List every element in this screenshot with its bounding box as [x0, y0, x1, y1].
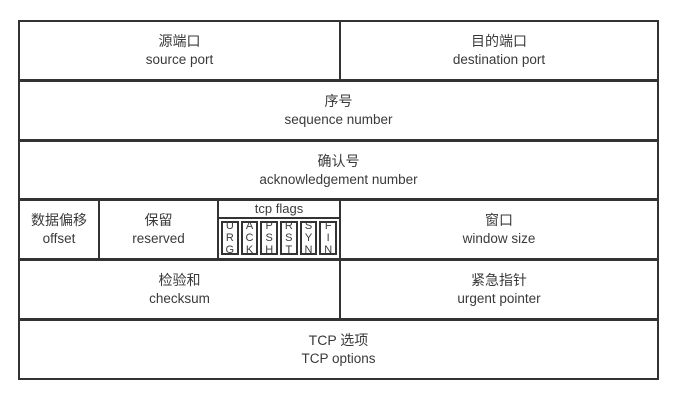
row-tcp-options: TCP 选项 TCP options [20, 318, 657, 378]
flag-ack: A C K [240, 220, 259, 257]
sequence-number-label-zh: 序号 [324, 92, 353, 109]
acknowledgement-number-label-zh: 确认号 [317, 152, 360, 169]
flag-fin-letter: I [326, 232, 330, 245]
flag-urg-letter: G [225, 244, 235, 257]
sequence-number-label-en: sequence number [284, 111, 393, 127]
flag-rst-letter: T [285, 244, 293, 257]
flag-rst-letter: S [285, 232, 293, 245]
window-size-label-zh: 窗口 [485, 212, 513, 229]
flag-syn: S Y N [299, 220, 318, 257]
cell-checksum: 检验和 checksum [20, 261, 339, 318]
source-port-label-zh: 源端口 [158, 32, 201, 49]
tcp-flags-header: tcp flags [219, 201, 339, 220]
tcp-flags-cells: U R G A C K P S H R S T [219, 219, 339, 258]
flag-urg-letter: U [225, 220, 234, 233]
flag-ack-letter: A [245, 220, 254, 233]
row-checksum-urgent: 检验和 checksum 紧急指针 urgent pointer [20, 258, 657, 319]
destination-port-label-en: destination port [452, 51, 546, 67]
offset-label-en: offset [42, 231, 76, 247]
tcp-header-diagram: 源端口 source port 目的端口 destination port 序号… [18, 20, 659, 380]
tcp-options-label-en: TCP options [301, 351, 376, 367]
flag-ack-letter: K [245, 244, 254, 257]
flag-psh-letter: P [265, 220, 273, 233]
row-ports: 源端口 source port 目的端口 destination port [20, 22, 657, 79]
row-acknowledgement-number: 确认号 acknowledgement number [20, 138, 657, 199]
cell-offset: 数据偏移 offset [20, 201, 98, 258]
cell-reserved: 保留 reserved [98, 201, 217, 259]
acknowledgement-number-label-en: acknowledgement number [259, 171, 418, 187]
tcp-options-label-zh: TCP 选项 [308, 332, 369, 349]
flag-syn-letter: Y [304, 232, 313, 245]
flag-fin-letter: F [324, 220, 332, 233]
reserved-label-en: reserved [132, 231, 185, 247]
cell-acknowledgement-number: 确认号 acknowledgement number [20, 142, 657, 199]
checksum-label-zh: 检验和 [158, 272, 201, 289]
cell-sequence-number: 序号 sequence number [20, 82, 657, 139]
cell-urgent-pointer: 紧急指针 urgent pointer [339, 261, 657, 319]
cell-source-port: 源端口 source port [20, 22, 339, 79]
flag-psh-letter: H [265, 244, 274, 257]
row-sequence-number: 序号 sequence number [20, 78, 657, 139]
urgent-pointer-label-en: urgent pointer [457, 291, 541, 307]
cell-destination-port: 目的端口 destination port [339, 22, 657, 79]
tcp-flags-block: tcp flags U R G A C K P S H R [217, 201, 339, 259]
flag-syn-letter: N [304, 244, 313, 257]
flag-urg-letter: R [225, 232, 234, 245]
flag-psh-letter: S [265, 232, 273, 245]
flag-rst: R S T [280, 220, 298, 257]
flag-ack-letter: C [245, 232, 254, 245]
flag-rst-letter: R [284, 220, 293, 233]
offset-label-zh: 数据偏移 [31, 212, 87, 229]
cell-tcp-options: TCP 选项 TCP options [20, 321, 657, 378]
flag-fin-letter: N [324, 244, 333, 257]
reserved-label-zh: 保留 [144, 212, 173, 229]
flag-urg: U R G [221, 220, 239, 257]
window-size-label-en: window size [462, 231, 536, 247]
row-offset-flags-window: 数据偏移 offset 保留 reserved tcp flags U R G … [20, 198, 657, 259]
urgent-pointer-label-zh: 紧急指针 [471, 272, 527, 289]
flag-syn-letter: S [304, 220, 313, 233]
flag-fin: F I N [319, 220, 338, 257]
source-port-label-en: source port [145, 51, 214, 67]
checksum-label-en: checksum [149, 291, 210, 307]
cell-window-size: 窗口 window size [339, 201, 657, 259]
destination-port-label-zh: 目的端口 [471, 32, 527, 49]
flag-psh: P S H [260, 220, 279, 257]
